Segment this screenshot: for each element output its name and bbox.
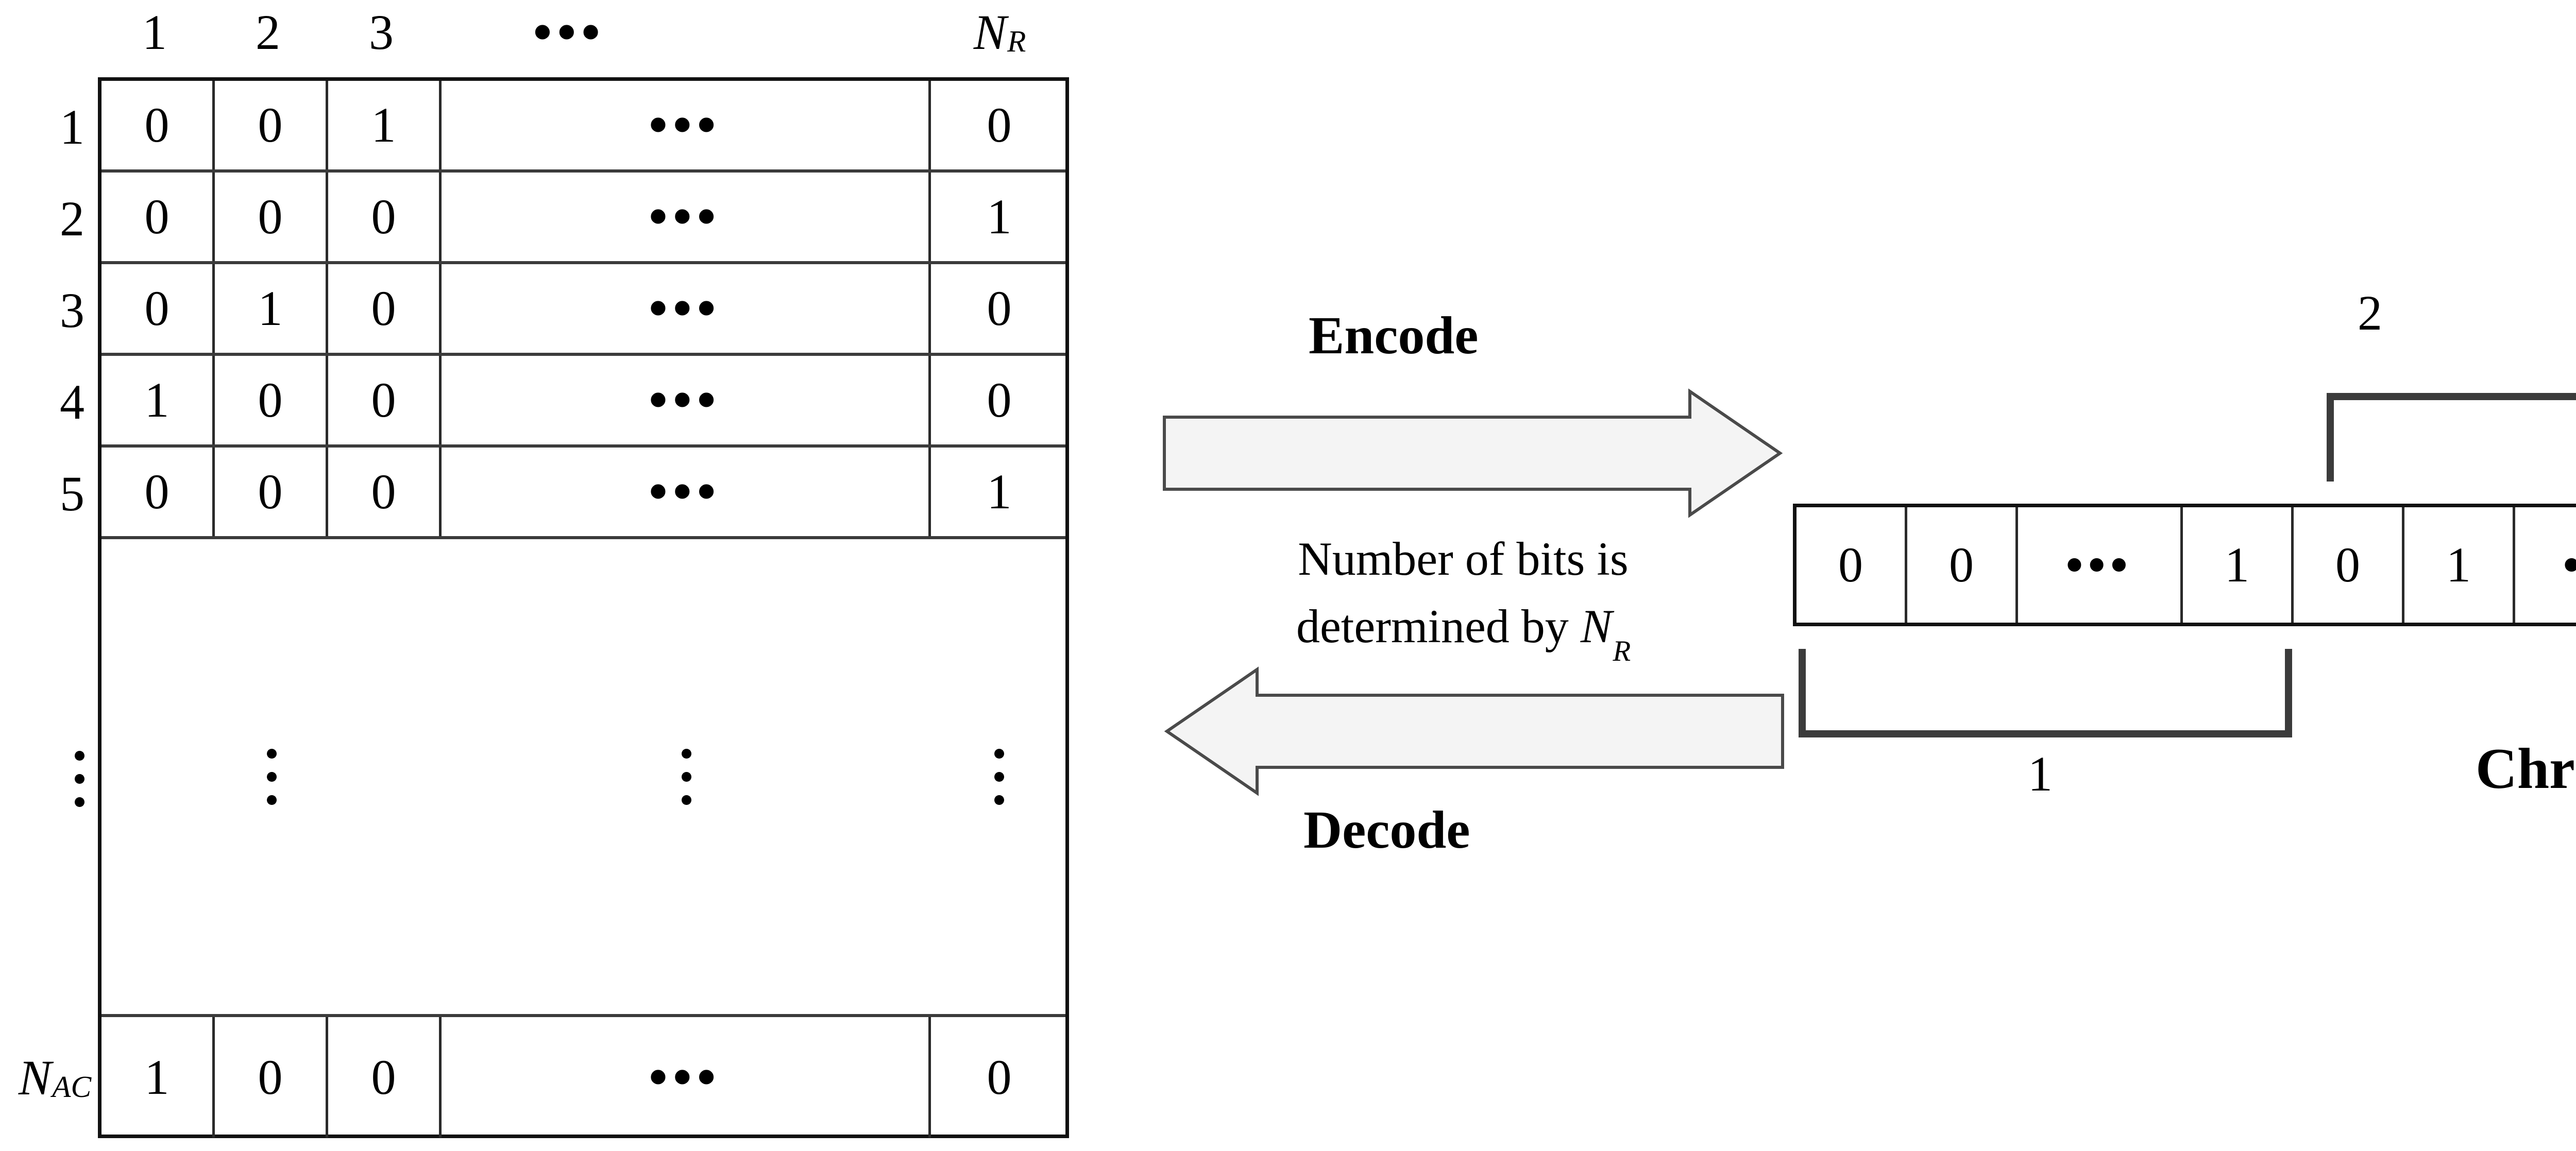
chromosome-gene: 1 [2183,507,2294,623]
matrix-column-header-ellipsis: ••• [533,3,606,62]
matrix-cell: 0 [328,356,442,444]
chromosome-strip: 0 0 ••• 1 0 1 ••• 0 ••• 0 0 ••• 1 [1793,504,2576,626]
bits-note-line-1: Number of bits is [1298,532,1629,585]
matrix-cell: 0 [987,372,1012,427]
chromosome-gene-ellipsis: ••• [2018,507,2183,623]
matrix-cell-ellipsis [931,539,1067,1014]
matrix-cell: 0 [101,448,215,536]
matrix-cell: 0 [328,264,442,353]
matrix-column-header-last-symbol: N [973,5,1007,60]
brace-label-group-2: 2 [2358,285,2382,340]
vertical-ellipsis-icon [681,748,691,805]
matrix-cell: 1 [101,1017,215,1138]
matrix-cell-ellipsis: ••• [442,356,931,444]
chromosome-gene-ellipsis: ••• [2515,507,2576,623]
bits-note-symbol-subscript: R [1613,635,1631,668]
matrix-cell-ellipsis: ••• [442,448,931,536]
matrix-row-header-2: 2 [60,191,84,246]
matrix-cell-ellipsis: ••• [442,264,931,353]
bits-note-symbol: N [1580,599,1613,652]
chromosome-panel: 2 0 0 ••• 1 0 1 ••• 0 ••• 0 0 ••• 1 1 Ch… [1783,0,2576,1151]
chromosome-gene: 1 [2404,507,2515,623]
chromosome-gene: 0 [2294,507,2404,623]
matrix-row-header-3: 3 [60,283,84,338]
matrix-column-header-3: 3 [369,5,394,60]
table-row-ellipsis [101,539,1065,1017]
matrix-cell: 0 [215,173,328,261]
matrix-cell-ellipsis [442,539,931,1014]
chromosome-title: Chromosome [2476,737,2576,801]
matrix-cell: 0 [215,356,328,444]
table-row: 0 0 0 ••• 1 [101,173,1065,264]
matrix-row-header-5: 5 [60,466,84,521]
matrix-cell: 1 [215,264,328,353]
matrix-cell: 0 [987,281,1012,336]
decode-label: Decode [1303,800,1470,860]
matrix-row-header-1: 1 [60,99,84,154]
decode-arrow-icon [1164,666,1784,796]
matrix-cell: 1 [987,189,1012,244]
matrix-cell: 1 [987,464,1012,519]
table-row: 0 0 1 ••• 0 [101,81,1065,173]
chromosome-gene: 0 [1907,507,2018,623]
matrix-cell: 0 [215,81,328,169]
bits-note-line-2: determined by NR [1144,593,1783,668]
matrix-cell: 1 [328,81,442,169]
matrix-cell: 1 [101,356,215,444]
matrix-cell: 0 [101,173,215,261]
matrix-cell: 0 [987,97,1012,152]
bits-note: Number of bits is determined by NR [1144,525,1783,668]
table-row: 0 0 0 ••• 1 [101,448,1065,539]
chromosome-gene: 0 [1797,507,1907,623]
table-row: 1 0 0 ••• 0 [101,1017,1065,1138]
vertical-ellipsis-icon [994,748,1004,805]
vertical-ellipsis-icon [75,750,84,807]
matrix-cell-blank [101,539,215,1014]
matrix-row-header-last-subscript: AC [52,1070,92,1104]
matrix-column-header-last-subscript: R [1007,24,1026,59]
matrix-cell: 0 [328,1017,442,1138]
vertical-ellipsis-icon [266,748,277,805]
matrix-grid: 0 0 1 ••• 0 0 0 0 ••• 1 0 1 0 ••• 0 1 0 … [98,77,1069,1138]
table-row: 0 1 0 ••• 0 [101,264,1065,356]
matrix-row-header-last-symbol: N [18,1050,52,1105]
bits-note-line-2-prefix: determined by [1296,599,1581,652]
brace-label-group-1: 1 [2028,746,2053,801]
matrix-cell: 0 [101,81,215,169]
matrix-row-header-ellipsis [0,540,93,1018]
brace-top-group-2-icon [2327,393,2576,482]
matrix-column-header-2: 2 [256,5,280,60]
table-row: 1 0 0 ••• 0 [101,356,1065,448]
brace-bottom-group-1-icon [1799,649,2292,737]
matrix-column-header-1: 1 [142,5,167,60]
matrix-cell: 0 [215,1017,328,1138]
encode-arrow-icon [1163,388,1783,518]
matrix-cell-blank [328,539,442,1014]
matrix-cell: 0 [328,448,442,536]
encode-label: Encode [1309,306,1479,365]
matrix-cell-ellipsis [215,539,328,1014]
matrix-cell: 0 [328,173,442,261]
encode-decode-panel: Encode Number of bits is determined by N… [1144,0,1814,1151]
matrix-cell-ellipsis: ••• [442,1017,931,1138]
matrix-cell: 0 [987,1050,1012,1105]
matrix-row-header-4: 4 [60,374,84,430]
matrix-cell-ellipsis: ••• [442,173,931,261]
matrix-cell: 0 [101,264,215,353]
matrix-cell: 0 [215,448,328,536]
matrix-cell-ellipsis: ••• [442,81,931,169]
